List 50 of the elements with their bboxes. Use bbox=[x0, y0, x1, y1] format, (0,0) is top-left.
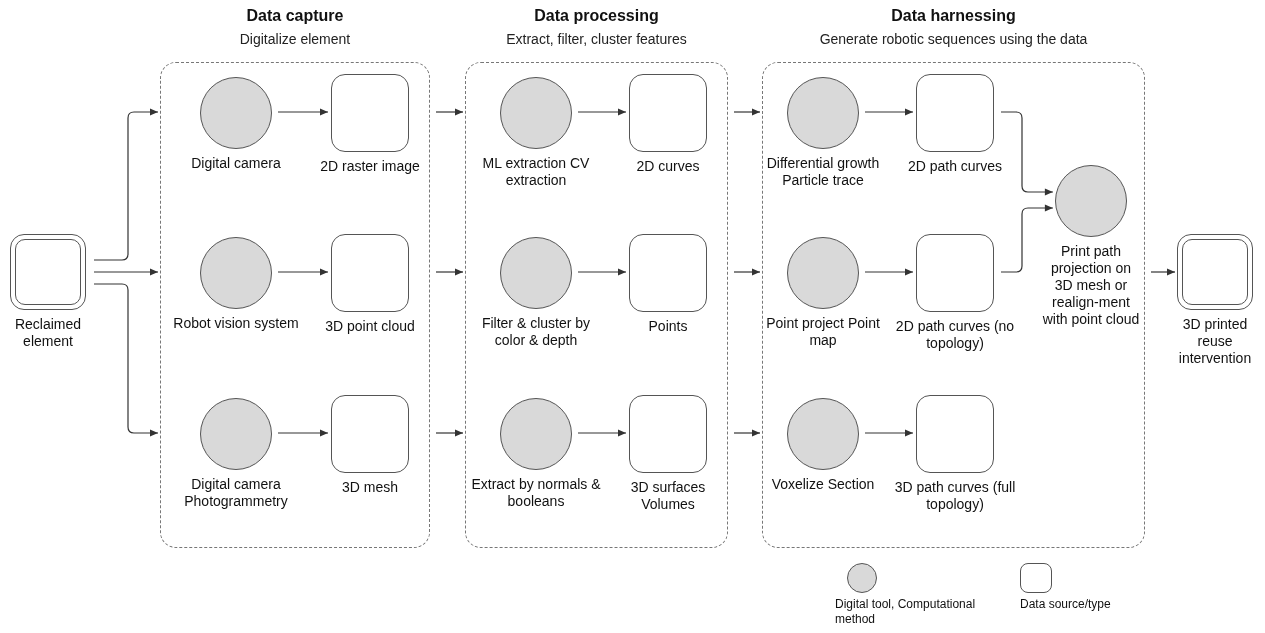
node-label: 3D surfaces Volumes bbox=[629, 479, 707, 513]
section-heading: Data capture bbox=[245, 6, 345, 26]
arrow bbox=[1000, 204, 1054, 273]
node-label: Print path projection on 3D mesh or realign-ment with point cloud bbox=[1041, 243, 1141, 328]
arrow bbox=[864, 429, 914, 437]
section-subtitle: Digitalize element bbox=[238, 30, 352, 48]
arrow bbox=[277, 108, 329, 116]
arrow bbox=[1150, 268, 1176, 276]
node-label: Extract by normals & booleans bbox=[470, 476, 602, 510]
node-label: 3D printed reuse intervention bbox=[1177, 316, 1253, 367]
arrow bbox=[733, 268, 761, 276]
arrow bbox=[277, 429, 329, 437]
node-label: 2D path curves bbox=[907, 158, 1003, 175]
arrow bbox=[277, 268, 329, 276]
node-label: ML extraction CV extraction bbox=[481, 155, 591, 189]
node-label: 3D path curves (full topology) bbox=[893, 479, 1017, 513]
node-label: 3D point cloud bbox=[325, 318, 415, 335]
node-label: Filter & cluster by color & depth bbox=[480, 315, 592, 349]
arrow bbox=[864, 268, 914, 276]
node-label: 3D mesh bbox=[342, 479, 398, 496]
arrow bbox=[577, 429, 627, 437]
arrow bbox=[435, 268, 464, 276]
arrow bbox=[577, 108, 627, 116]
arrow bbox=[93, 283, 159, 437]
legend-label: Digital tool, Computational method bbox=[835, 597, 977, 627]
arrow bbox=[93, 268, 159, 276]
node-label: Reclaimed element bbox=[13, 316, 83, 350]
section-subtitle: Extract, filter, cluster features bbox=[505, 30, 688, 48]
arrow bbox=[435, 108, 464, 116]
arrow bbox=[864, 108, 914, 116]
arrow bbox=[733, 108, 761, 116]
node-label: 2D curves bbox=[636, 158, 700, 175]
node-label: Digital camera Photogrammetry bbox=[183, 476, 289, 510]
node-label: Differential growth Particle trace bbox=[765, 155, 881, 189]
node-label: Voxelize Section bbox=[771, 476, 875, 493]
node-label: Point project Point map bbox=[765, 315, 881, 349]
arrow bbox=[435, 429, 464, 437]
legend-label: Data source/type bbox=[1020, 597, 1111, 612]
node-label: Digital camera bbox=[191, 155, 281, 172]
node-label: 2D raster image bbox=[320, 158, 420, 175]
node-label: Points bbox=[648, 318, 688, 335]
arrow bbox=[1000, 111, 1054, 196]
node-label: Robot vision system bbox=[173, 315, 299, 332]
section-heading: Data harnessing bbox=[890, 6, 1017, 26]
node-label: 2D path curves (no topology) bbox=[894, 318, 1016, 352]
section-subtitle: Generate robotic sequences using the data bbox=[818, 30, 1089, 48]
arrow bbox=[577, 268, 627, 276]
section-heading: Data processing bbox=[533, 6, 660, 26]
arrow bbox=[93, 108, 159, 261]
arrow bbox=[733, 429, 761, 437]
